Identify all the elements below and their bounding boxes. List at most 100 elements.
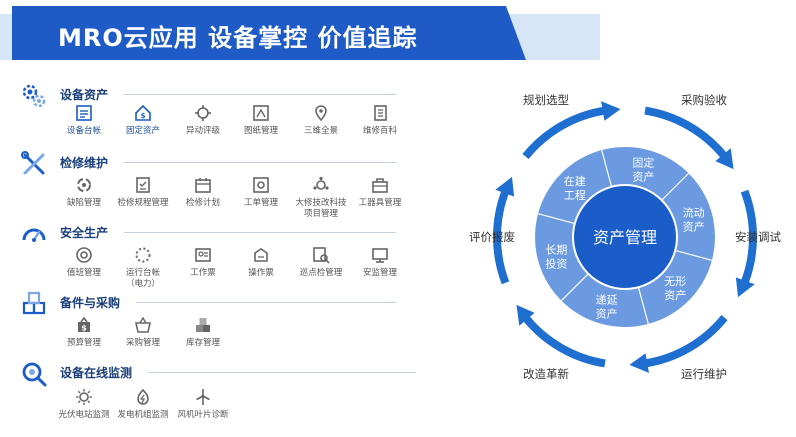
budget-icon: $ [78,316,90,333]
item-label: 工单管理 [243,198,278,208]
duty-item[interactable]: 值班管理 [51,246,117,279]
svg-text:$: $ [141,112,146,120]
safety-monitor-item[interactable]: 安监管理 [347,246,413,279]
cycle-arrowhead [735,277,755,298]
project-item[interactable]: 大修技改科技 项目管理 [288,176,354,220]
work-ticket-icon [195,248,211,262]
item-label: 固定资产 [125,126,160,136]
item-label: 采购管理 [125,338,160,348]
ring-segment-label: 流动资产 [683,206,705,234]
ring-divider [601,149,613,187]
procedure-item[interactable]: 检修规程管理 [110,176,176,209]
ledger-icon [76,105,92,121]
item-label: 运行台帐 （电力） [125,268,160,289]
drawing-icon [253,105,269,121]
work-order-icon [253,177,269,193]
tools-item[interactable]: 工器具管理 [347,176,413,209]
lifecycle-stage-label: 安装调试 [735,230,781,244]
wind-blade-item[interactable]: 风机叶片诊断 [170,388,236,421]
work-ticket-item[interactable]: 工作票 [170,246,236,279]
crosshair-icon [195,105,211,121]
ring-segment-label-line: 资产 [632,169,654,183]
inspection-item[interactable]: 巡点检管理 [288,246,354,279]
item-label: 设备台帐 [66,126,101,136]
cycle-arrowhead [601,101,621,121]
solar-item[interactable]: 光伏电站监测 [51,388,117,421]
house-dollar-icon: $ [135,104,151,121]
item-label: 巡点检管理 [299,268,343,278]
cycle-arrowhead [516,304,535,326]
ring-segment-label-line: 流动 [683,206,705,220]
item-label: 库存管理 [185,338,220,348]
item-label: 安监管理 [362,268,397,278]
ring-segment-label-line: 资产 [683,220,705,234]
asset-ring [535,147,715,327]
item-label: 工器具管理 [358,198,402,208]
ring-segment-label: 无形资产 [664,275,686,302]
monitor-icon [372,248,388,263]
center-disc [572,184,678,290]
procedure-icon [136,177,150,193]
stock-item[interactable]: 库存管理 [170,316,236,349]
generator-item[interactable]: 发电机组监测 [110,388,176,421]
change-rating-item[interactable]: 异动评级 [170,104,236,137]
drawings-item[interactable]: 图纸管理 [228,104,294,137]
section-divider [124,232,396,233]
cycle-arc [644,106,728,160]
ring-segment-label: 长期投资 [545,243,567,270]
lifecycle-stage-label: 采购验收 [681,93,727,107]
banner-title: MRO云应用 设备掌控 价值追踪 [58,24,418,52]
section-title-assets: 设备资产 [60,88,109,102]
panorama-item[interactable]: 三维全景 [288,104,354,137]
section-title-spare-parts: 备件与采购 [60,296,121,310]
section-divider [124,94,396,95]
ring-segment-label-line: 资产 [596,307,618,321]
item-label: 异动评级 [185,126,220,136]
section-divider [136,302,396,303]
item-label: 三维全景 [303,126,338,136]
operation-ticket-icon [254,248,268,262]
ring-divider [675,249,713,261]
wiki-item[interactable]: 维修百科 [347,104,413,137]
book-icon [374,105,387,121]
cycle-arc [740,189,757,285]
plan-item[interactable]: 检修计划 [170,176,236,209]
project-icon [313,176,329,190]
fixed-assets-item[interactable]: $ 固定资产 [110,104,176,137]
purchase-item[interactable]: 采购管理 [110,316,176,349]
operation-ledger-item[interactable]: 运行台帐 （电力） [110,246,176,290]
lifecycle-stage-label: 评价报废 [469,230,515,244]
svg-text:$: $ [81,324,87,333]
budget-item[interactable]: $ 预算管理 [51,316,117,349]
cycle-arrowhead [715,148,734,170]
lifecycle-stage-label: 运行维护 [681,367,727,381]
ring-segment-label: 固定资产 [632,155,654,183]
ring-segment-label-line: 递延 [596,293,618,307]
calendar-icon [195,178,211,193]
item-label: 操作票 [248,268,274,278]
ring-segment-label: 在建工程 [564,174,586,202]
ring-divider [661,172,690,201]
banner [0,6,600,60]
section-title-safety: 安全生产 [60,226,109,240]
item-label: 缺陷管理 [66,198,101,208]
ring-segment-label-line: 工程 [564,189,586,202]
item-label: 工作票 [190,268,216,278]
lifecycle-stage-label: 规划选型 [523,93,569,107]
lifecycle-stage-label: 改造革新 [523,367,569,381]
cycle-arc [644,314,728,368]
operation-ticket-item[interactable]: 操作票 [228,246,294,279]
operation-ledger-icon [135,247,151,263]
item-label: 预算管理 [66,338,101,348]
duty-icon [76,247,92,263]
work-order-item[interactable]: 工单管理 [228,176,294,209]
assets-ledger-item[interactable]: 设备台帐 [51,104,117,137]
defect-item[interactable]: 缺陷管理 [51,176,117,209]
defect-icon [77,178,91,192]
wind-turbine-icon [196,389,210,405]
gears-icon [22,84,46,108]
cycle-arc [493,189,510,285]
ring-divider [537,213,575,225]
section-title-maintenance: 检修维护 [60,156,109,170]
ring-segment-label: 递延资产 [596,293,618,321]
